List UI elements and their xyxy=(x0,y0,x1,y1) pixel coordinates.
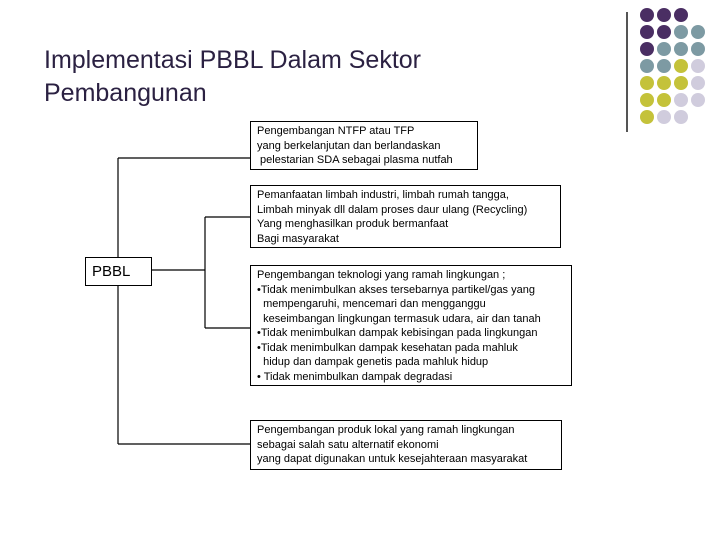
branch-4-line: yang dapat digunakan untuk kesejahteraan… xyxy=(257,452,557,467)
branch-3-line: •Tidak menimbulkan dampak kesehatan pada… xyxy=(257,341,567,356)
branch-2-line: Pemanfaatan limbah industri, limbah ruma… xyxy=(257,188,556,203)
branch-4-line: Pengembangan produk lokal yang ramah lin… xyxy=(257,423,557,438)
branch-1-line: yang berkelanjutan dan berlandaskan xyxy=(257,139,473,154)
root-node-pbbl: PBBL xyxy=(85,257,152,286)
branch-2-line: Limbah minyak dll dalam proses daur ulan… xyxy=(257,203,556,218)
branch-node-3: Pengembangan teknologi yang ramah lingku… xyxy=(250,265,572,386)
branch-1-line: Pengembangan NTFP atau TFP xyxy=(257,124,473,139)
branch-3-line: •Tidak menimbulkan akses tersebarnya par… xyxy=(257,283,567,298)
branch-3-line: mempengaruhi, mencemari dan mengganggu xyxy=(257,297,567,312)
branch-3-line: •Tidak menimbulkan dampak kebisingan pad… xyxy=(257,326,567,341)
branch-node-2: Pemanfaatan limbah industri, limbah ruma… xyxy=(250,185,561,248)
branch-1-line: pelestarian SDA sebagai plasma nutfah xyxy=(257,153,473,168)
branch-3-line: • Tidak menimbulkan dampak degradasi xyxy=(257,370,567,385)
root-node-label: PBBL xyxy=(92,263,130,280)
branch-2-line: Yang menghasilkan produk bermanfaat xyxy=(257,217,556,232)
branch-3-line: hidup dan dampak genetis pada mahluk hid… xyxy=(257,355,567,370)
branch-2-line: Bagi masyarakat xyxy=(257,232,556,247)
branch-node-4: Pengembangan produk lokal yang ramah lin… xyxy=(250,420,562,470)
branch-3-line: Pengembangan teknologi yang ramah lingku… xyxy=(257,268,567,283)
branch-3-line: keseimbangan lingkungan termasuk udara, … xyxy=(257,312,567,327)
branch-node-1: Pengembangan NTFP atau TFP yang berkelan… xyxy=(250,121,478,170)
branch-4-line: sebagai salah satu alternatif ekonomi xyxy=(257,438,557,453)
